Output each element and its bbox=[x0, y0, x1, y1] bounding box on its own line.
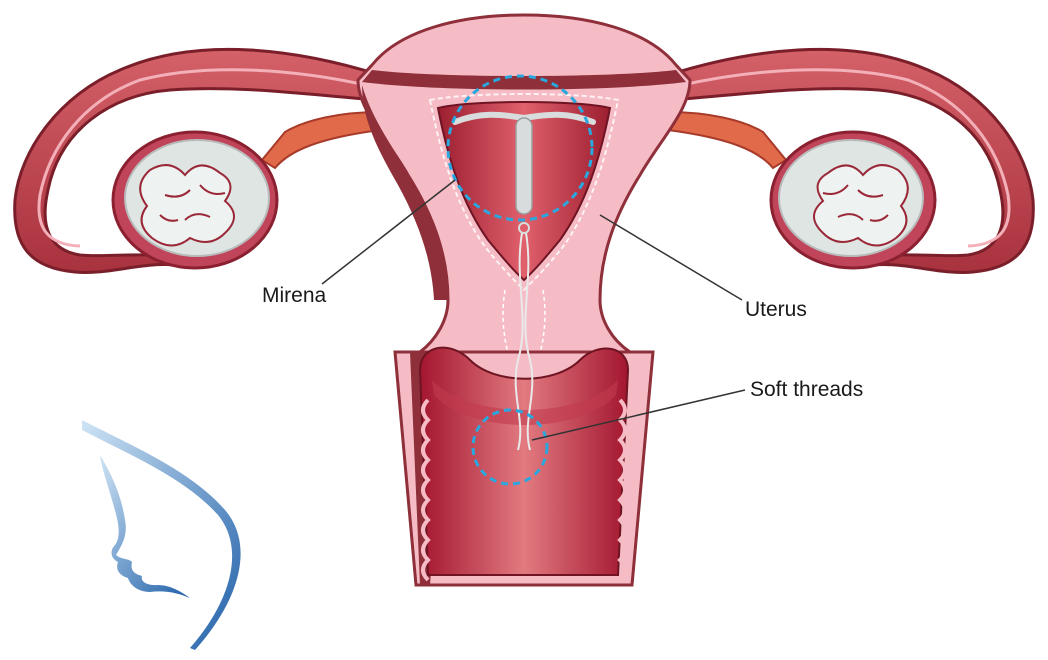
right-ovary bbox=[771, 132, 935, 268]
vagina bbox=[395, 348, 653, 585]
face-profile-logo bbox=[82, 420, 241, 650]
mirena-label: Mirena bbox=[262, 284, 326, 308]
soft-threads-label: Soft threads bbox=[750, 378, 863, 402]
left-ovarian-ligament bbox=[262, 112, 380, 168]
uterus-leader-line bbox=[600, 215, 742, 300]
uterus-label: Uterus bbox=[745, 298, 807, 322]
left-ovary bbox=[113, 132, 277, 268]
right-ovarian-ligament bbox=[668, 112, 786, 168]
